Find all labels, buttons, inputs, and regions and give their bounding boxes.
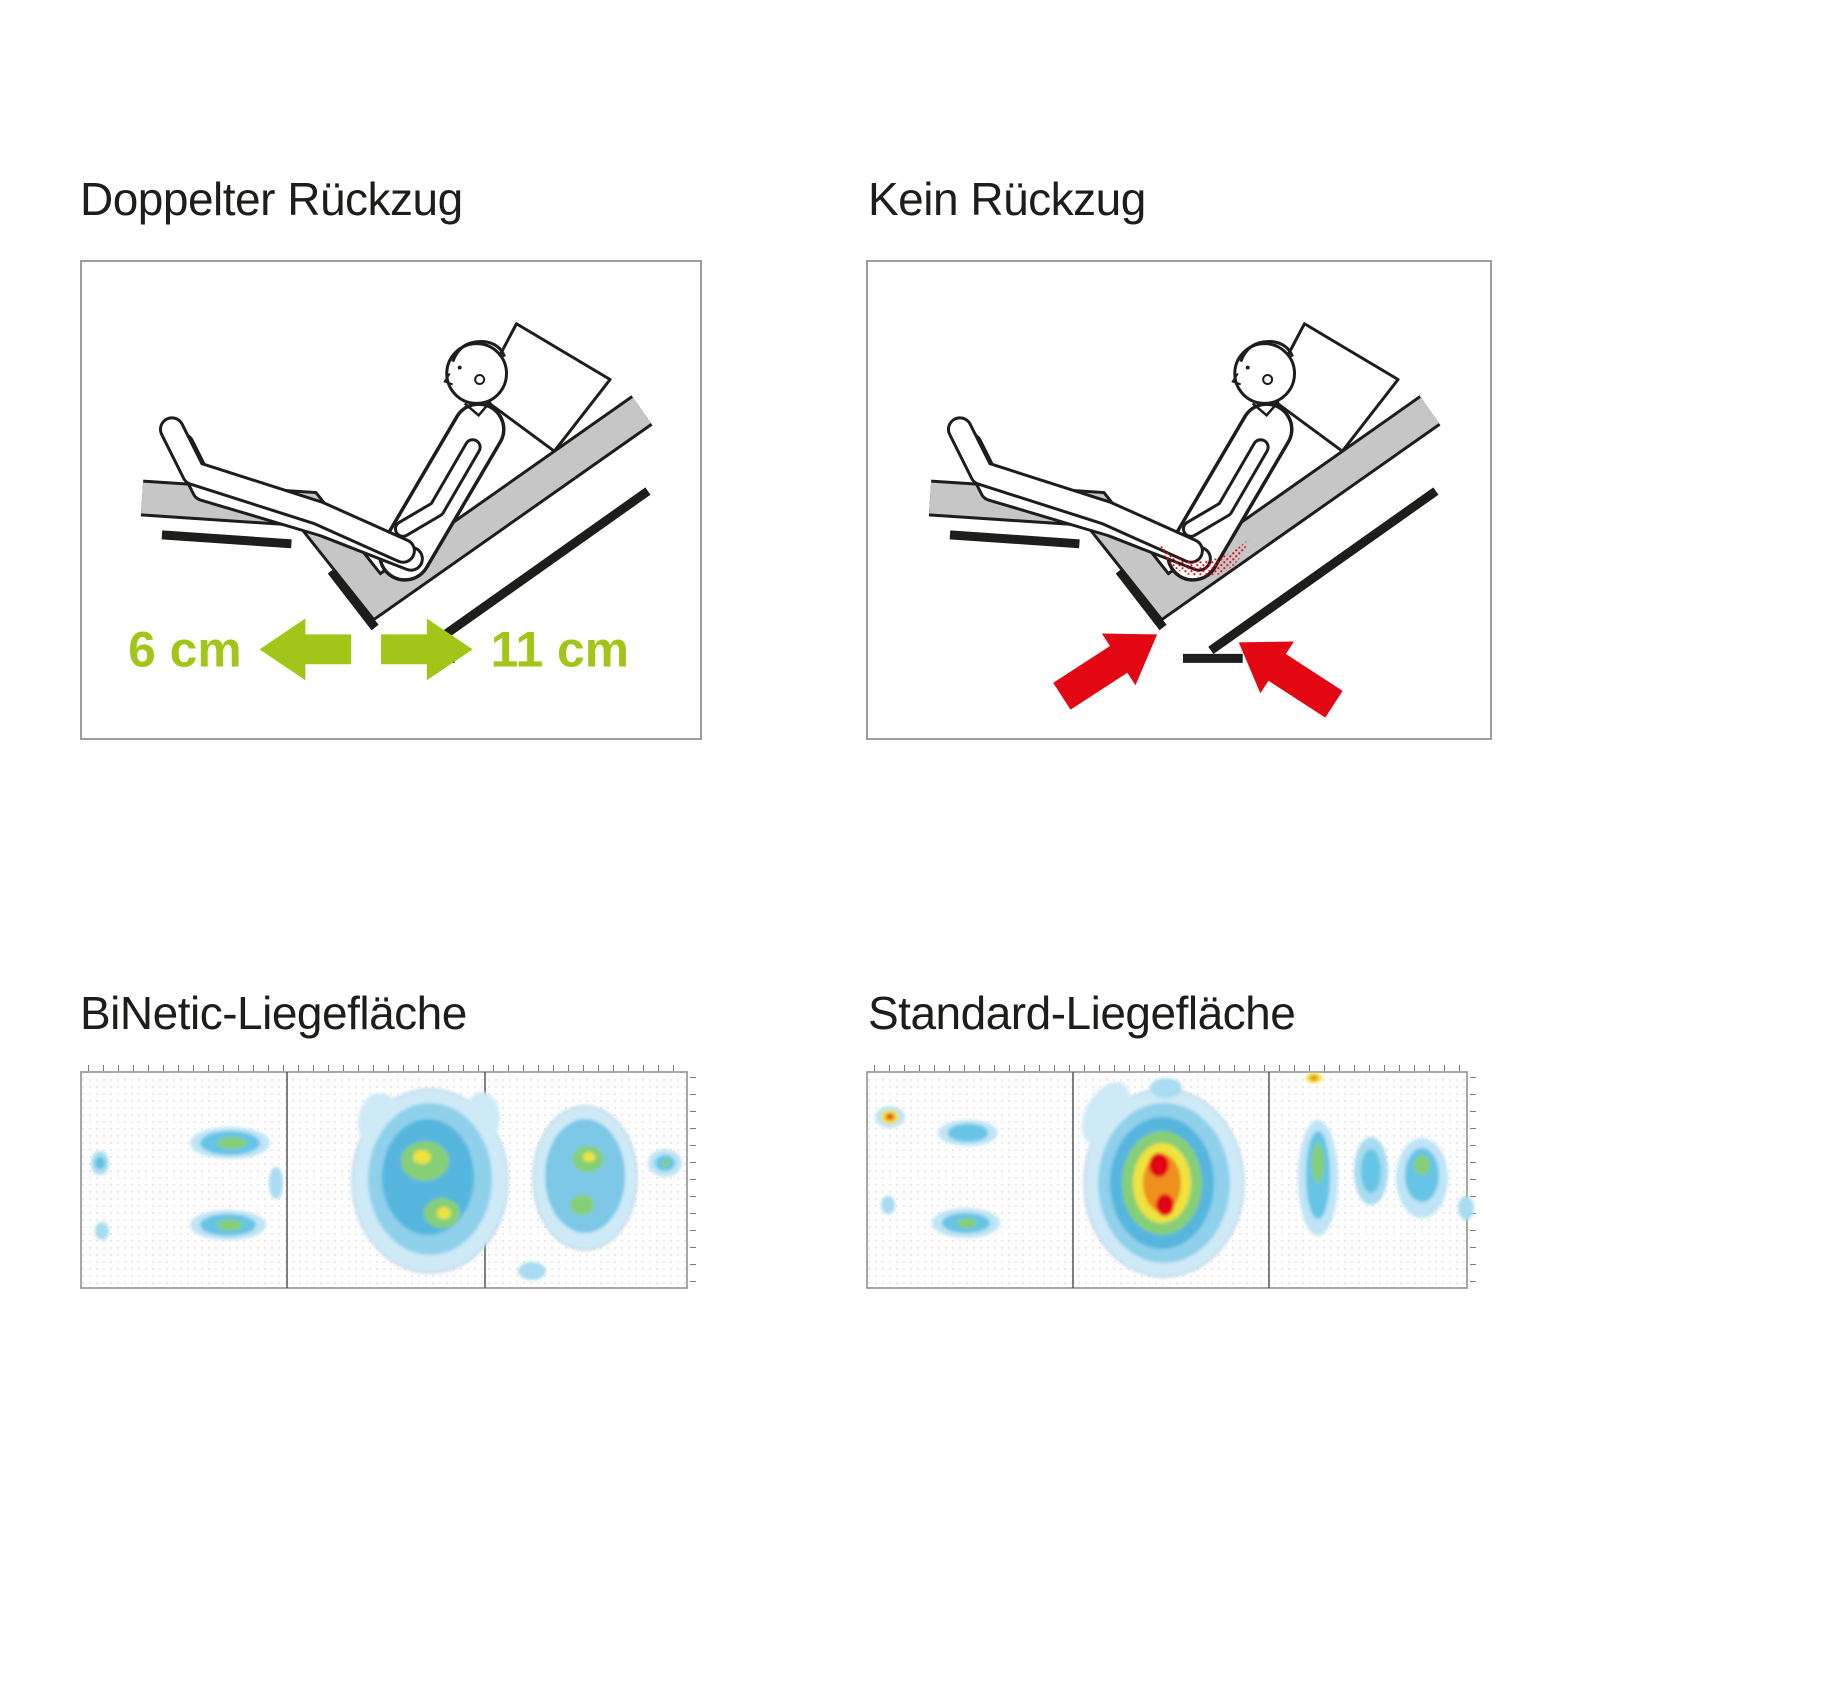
green-arrow-left-icon (259, 618, 352, 681)
panel-title-no-retraction: Kein Rückzug (868, 173, 1146, 225)
pressure-spot (1159, 538, 1249, 577)
red-arrow-up-right-icon (1053, 633, 1158, 710)
panel-double-retraction: 6 cm 11 cm (80, 260, 702, 740)
no-retraction-arrows (1053, 633, 1343, 718)
red-arrow-up-left-icon (1238, 641, 1343, 718)
double-retraction-diagram: 6 cm 11 cm (82, 262, 700, 738)
panel-title-standard: Standard-Liegefläche (868, 987, 1296, 1039)
pressure-map-binetic (80, 1063, 700, 1297)
binetic-map-graphic (80, 1065, 696, 1289)
panel-no-retraction (866, 260, 1492, 740)
shoulder-head-blobs (1298, 1073, 1474, 1236)
feet-blobs (875, 1106, 1000, 1238)
measure-left-label: 6 cm (128, 621, 241, 677)
standard-map-graphic (866, 1065, 1476, 1289)
green-arrow-right-icon (381, 618, 473, 681)
pelvis-blob (1081, 1078, 1245, 1278)
measure-right-label: 11 cm (491, 621, 629, 677)
panel-title-binetic: BiNetic-Liegefläche (80, 987, 467, 1039)
shoulder-head-blobs (518, 1105, 682, 1280)
feet-blobs (91, 1127, 283, 1240)
torso-blob (351, 1088, 509, 1274)
no-retraction-diagram (868, 262, 1490, 718)
panel-title-double-retraction: Doppelter Rückzug (80, 173, 463, 225)
retraction-arrows: 6 cm 11 cm (128, 618, 629, 681)
pressure-map-standard (866, 1063, 1480, 1297)
